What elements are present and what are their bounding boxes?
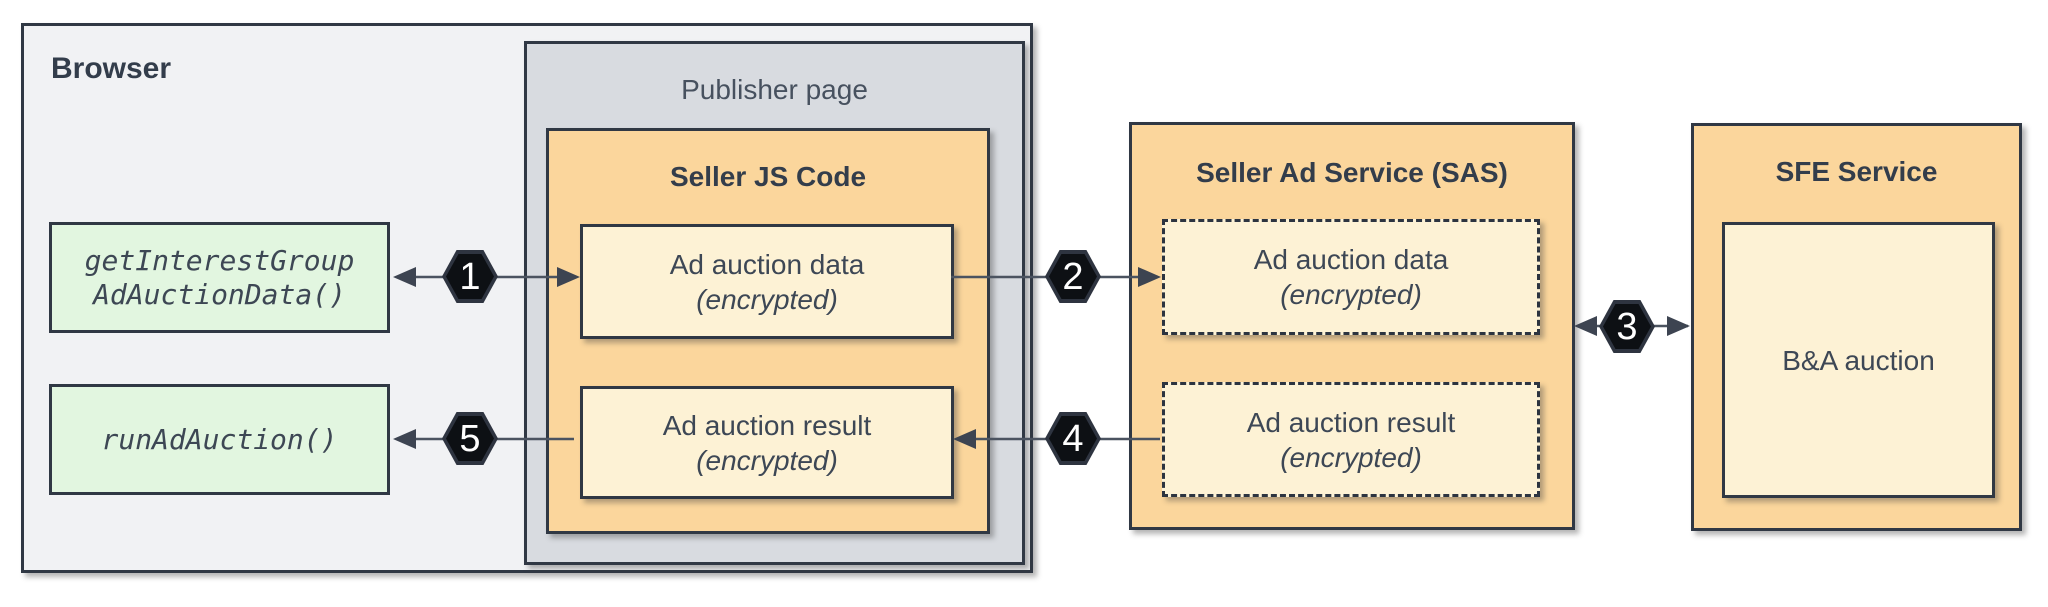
step-badge-2: 2	[1045, 250, 1101, 303]
arrowhead-left-step3	[1574, 316, 1597, 336]
step-badge-core: 4	[1049, 416, 1097, 461]
sjs-ad-auction-data-box: Ad auction data (encrypted)	[580, 224, 954, 339]
box-title: Ad auction data	[669, 248, 865, 280]
box-subtitle: (encrypted)	[1280, 279, 1422, 310]
seller-js-code-title: Seller JS Code	[669, 161, 867, 192]
seller-js-code-container: Seller JS Code Ad auction data (encrypte…	[546, 128, 990, 534]
sas-ad-auction-data-box: Ad auction data (encrypted)	[1162, 219, 1540, 335]
browser-label: Browser	[51, 52, 172, 85]
step-badge-4: 4	[1045, 412, 1101, 465]
step-badge-core: 5	[446, 416, 494, 461]
step-badge-core: 3	[1603, 304, 1651, 349]
code-line-1: getInterestGroup	[84, 243, 355, 277]
step-badge-3: 3	[1599, 300, 1655, 353]
sjs-ad-auction-result-box: Ad auction result (encrypted)	[580, 386, 954, 499]
step-number: 5	[459, 417, 481, 460]
step-badge-core: 2	[1049, 254, 1097, 299]
sfe-service-container: SFE Service B&A auction	[1691, 123, 2022, 531]
code-line-1: runAdAuction()	[101, 422, 338, 456]
step-number: 1	[459, 255, 481, 298]
step-number: 4	[1062, 417, 1084, 460]
step-badge-core: 1	[446, 254, 494, 299]
sfe-service-title: SFE Service	[1775, 156, 1938, 187]
get-interest-group-ad-auction-data-box: getInterestGroup AdAuctionData()	[49, 222, 390, 333]
browser-container: Browser getInterestGroup AdAuctionData()…	[21, 23, 1033, 573]
publisher-page-label: Publisher page	[681, 74, 868, 105]
sas-ad-auction-result-box: Ad auction result (encrypted)	[1162, 382, 1540, 497]
box-title: Ad auction result	[662, 409, 872, 441]
run-ad-auction-box: runAdAuction()	[49, 384, 390, 495]
step-number: 2	[1062, 255, 1084, 298]
box-subtitle: (encrypted)	[696, 444, 838, 476]
ba-auction-box: B&A auction	[1722, 222, 1995, 498]
box-title: Ad auction result	[1246, 406, 1456, 438]
seller-ad-service-title: Seller Ad Service (SAS)	[1196, 157, 1508, 188]
seller-ad-service-container: Seller Ad Service (SAS) Ad auction data …	[1129, 122, 1575, 530]
box-label: B&A auction	[1782, 344, 1935, 376]
code-line-2: AdAuctionData()	[93, 277, 346, 311]
step-number: 3	[1616, 305, 1638, 348]
arrowhead-right-step3	[1667, 316, 1690, 336]
box-subtitle: (encrypted)	[1280, 441, 1422, 473]
box-title: Ad auction data	[1253, 244, 1449, 275]
box-subtitle: (encrypted)	[696, 283, 838, 315]
publisher-page-container: Publisher page Seller JS Code Ad auction…	[524, 41, 1025, 565]
